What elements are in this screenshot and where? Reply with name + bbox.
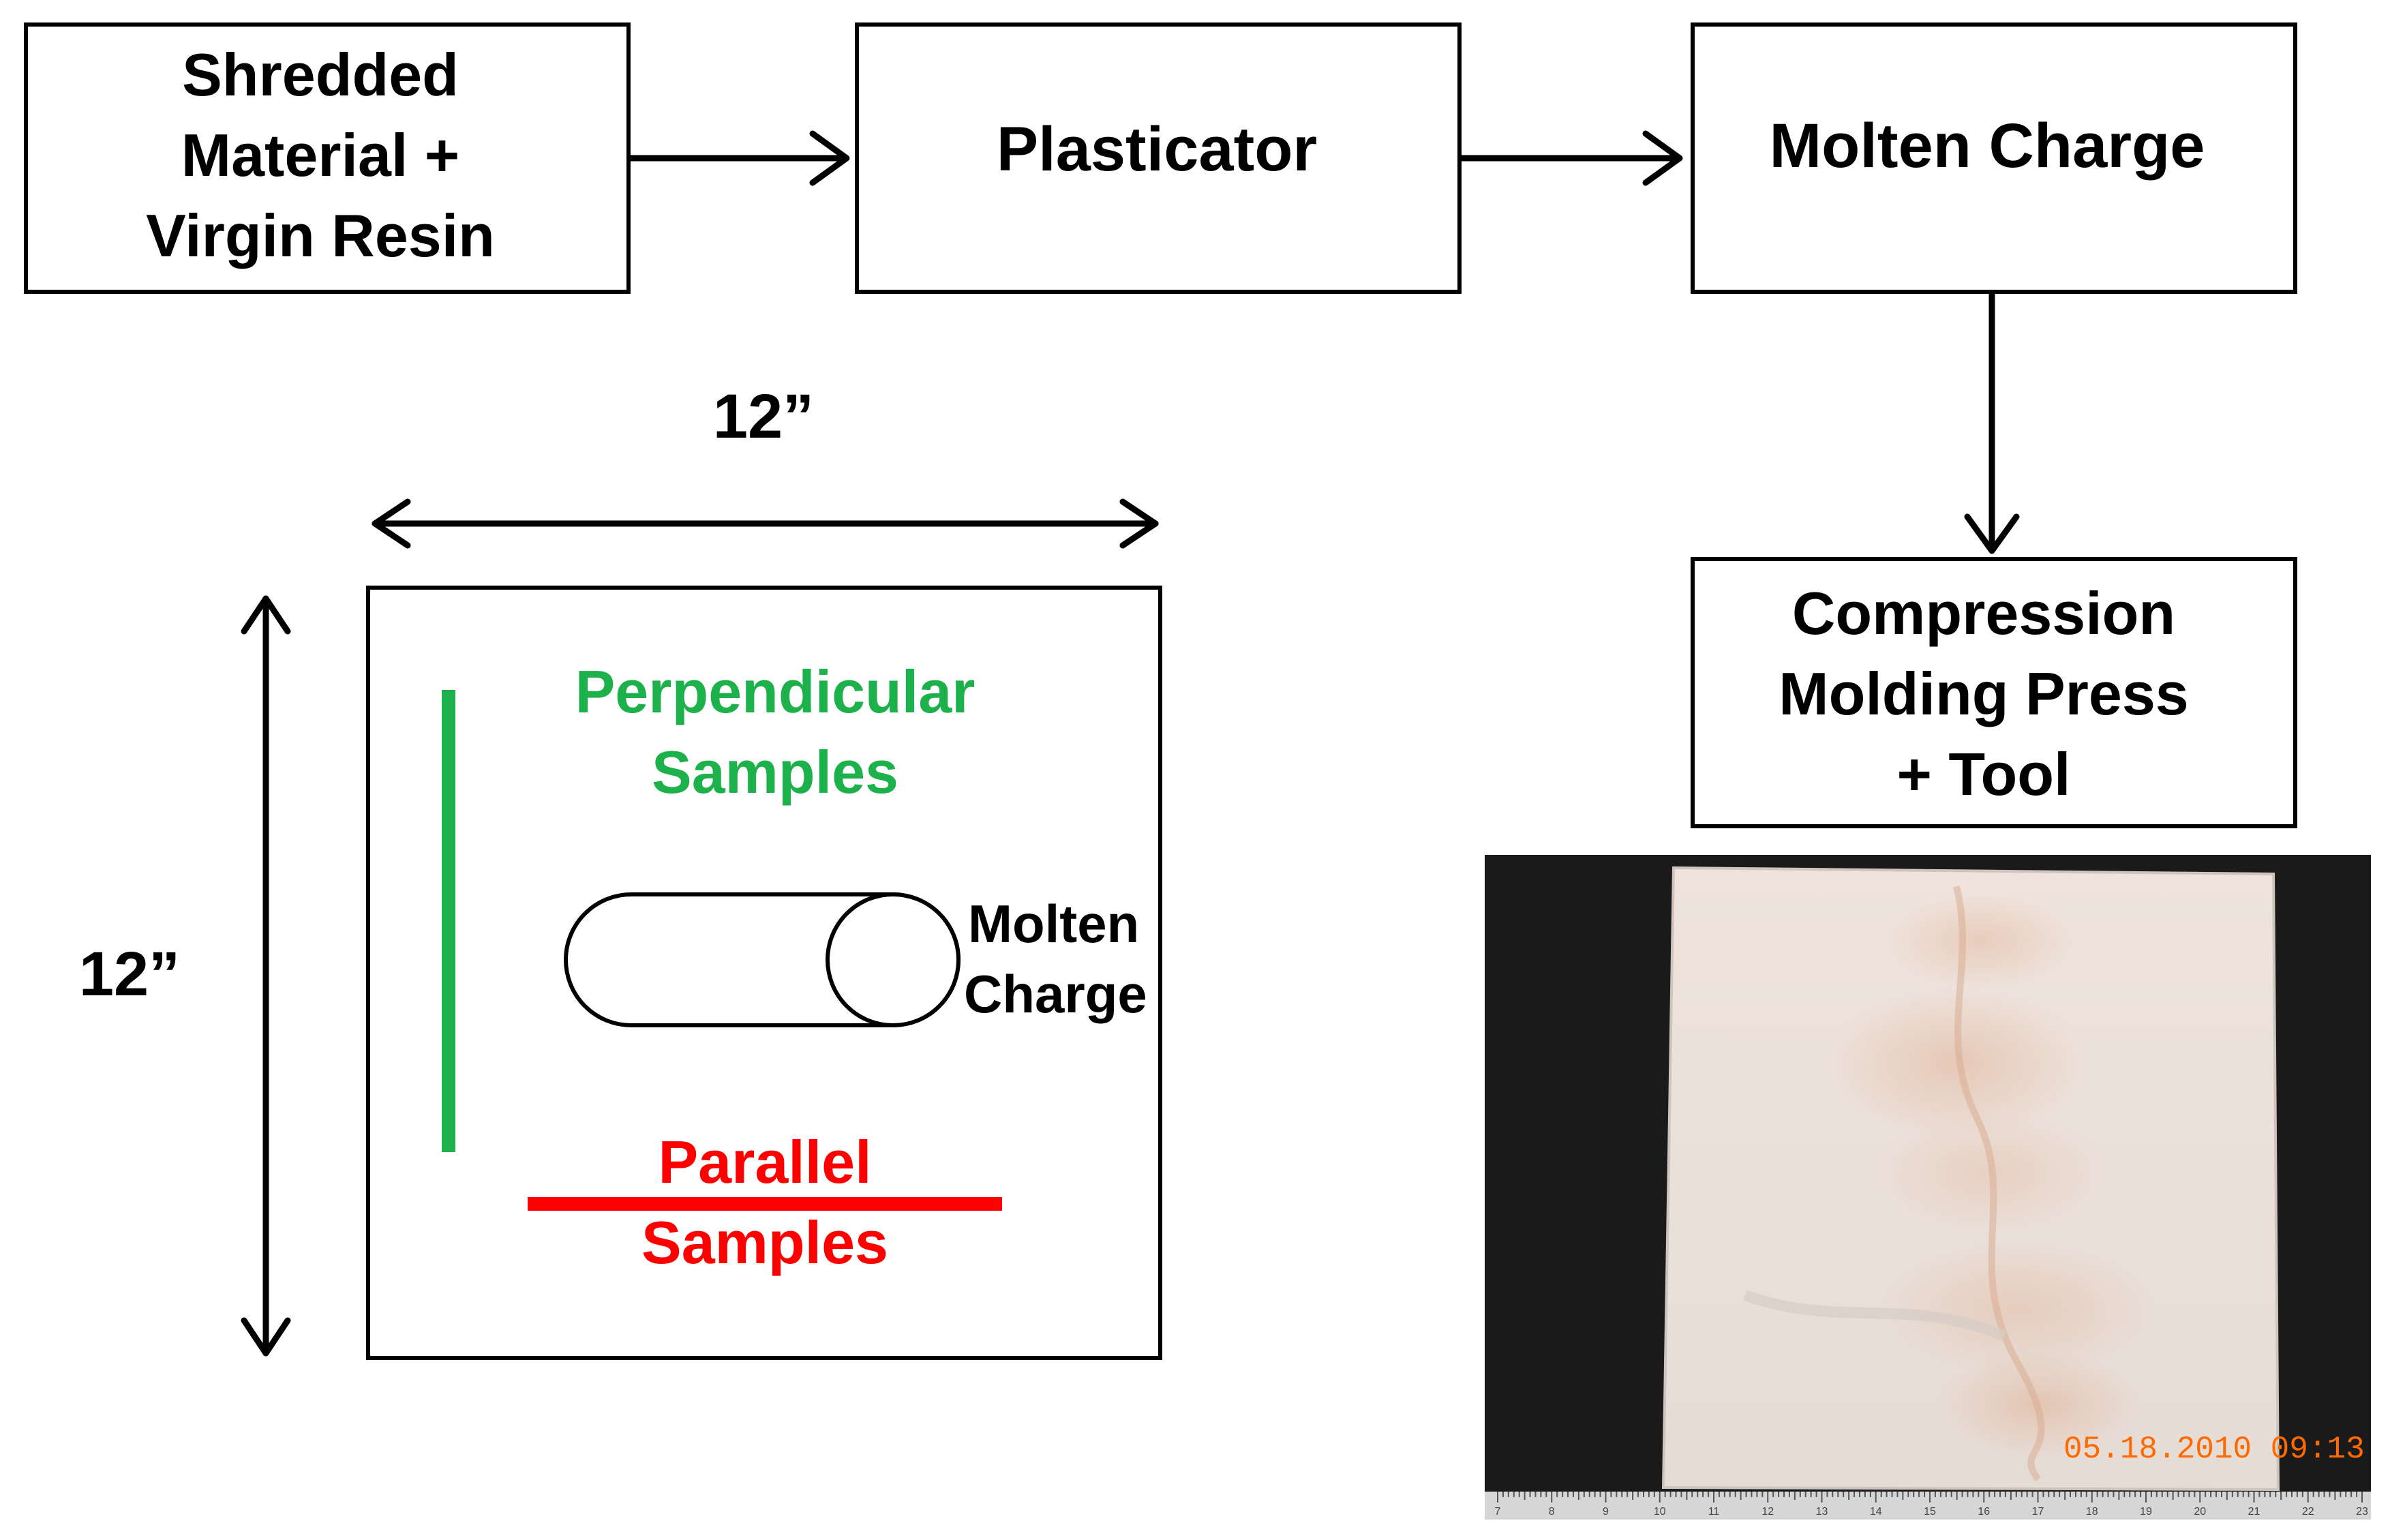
ruler-number: 21	[2248, 1506, 2260, 1518]
ruler-number: 15	[1924, 1506, 1936, 1518]
width-dimension-arrow	[372, 498, 1159, 549]
box2-label: Plasticator	[997, 115, 1317, 184]
ruler-number: 18	[2086, 1506, 2098, 1518]
ruler-number: 13	[1816, 1506, 1828, 1518]
ruler-number: 11	[1708, 1506, 1720, 1518]
ruler-number: 10	[1654, 1506, 1666, 1518]
ruler-number: 8	[1549, 1506, 1555, 1518]
parallel-label-1: Parallel	[658, 1128, 871, 1196]
perpendicular-label-2: Samples	[652, 738, 898, 806]
flow-arrow-1	[627, 130, 850, 186]
ruler-number: 19	[2140, 1506, 2152, 1518]
plate-width-label: 12”	[713, 382, 814, 451]
molded-plate-photo: 7 8 9 10 11 12 13 14 15 16 17 18 19 20 21 22 23 05.18.20…	[1485, 855, 2371, 1520]
ruler-number: 23	[2356, 1506, 2368, 1518]
box4-line-1: Compression	[1792, 579, 2175, 647]
molten-charge-cylinder	[564, 892, 960, 1027]
parallel-label-2: Samples	[641, 1209, 888, 1276]
flow-box-shredded	[24, 22, 631, 294]
ruler-number: 16	[1978, 1506, 1990, 1518]
height-dimension-arrow	[241, 595, 291, 1357]
flow-box-compression	[1691, 557, 2297, 828]
box4-line-2: Molding Press	[1779, 660, 2188, 727]
box3-label: Molten Charge	[1770, 111, 2205, 181]
box1-line-2: Material +	[181, 121, 459, 189]
ruler-number: 9	[1603, 1506, 1609, 1518]
flow-box-molten-charge	[1691, 22, 2297, 294]
ruler-number: 20	[2194, 1506, 2206, 1518]
ruler-numbers: 7 8 9 10 11 12 13 14 15 16 17 18 19 20 21 22 23	[1495, 1506, 2368, 1518]
flow-box-plasticator	[855, 22, 1462, 294]
ruler-number: 14	[1870, 1506, 1882, 1518]
perpendicular-label-1: Perpendicular	[575, 658, 975, 725]
ruler-number: 22	[2302, 1506, 2314, 1518]
charge-label-1: Molten	[968, 894, 1139, 954]
box4-line-3: + Tool	[1896, 740, 2070, 808]
box1-line-3: Virgin Resin	[146, 202, 495, 269]
flow-arrow-2	[1458, 130, 1683, 186]
flow-arrow-3	[1964, 290, 2020, 554]
box1-line-1: Shredded	[182, 41, 459, 108]
ruler-number: 12	[1761, 1506, 1774, 1518]
ruler-ticks	[1497, 1492, 2363, 1503]
photo-timestamp: 05.18.2010 09:13	[2063, 1432, 2365, 1467]
charge-label-2: Charge	[964, 964, 1147, 1024]
ruler-number: 17	[2032, 1506, 2044, 1518]
ruler-number: 7	[1495, 1506, 1501, 1518]
plate-height-label: 12”	[79, 939, 180, 1009]
